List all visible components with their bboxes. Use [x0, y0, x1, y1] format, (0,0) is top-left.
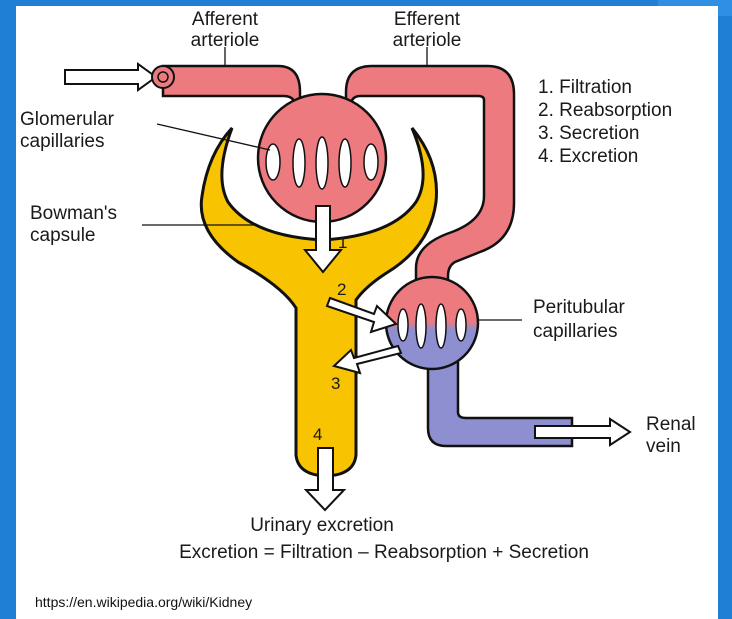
urinary-excretion-label: Urinary excretion: [250, 515, 394, 536]
blood-inflow-arrow: [65, 64, 174, 90]
excretion-equation: Excretion = Filtration – Reabsorption + …: [179, 542, 589, 563]
afferent-label-2: arteriole: [191, 30, 260, 51]
arrow-number-4: 4: [313, 425, 322, 444]
process-item-1: 1. Filtration: [538, 77, 632, 98]
renal-label-2: vein: [646, 436, 681, 457]
arrow-number-2: 2: [337, 280, 346, 299]
glomerular-label-2: capillaries: [20, 131, 104, 152]
peritubular-label-2: capillaries: [533, 321, 617, 342]
process-item-2: 2. Reabsorption: [538, 100, 672, 121]
efferent-label-2: arteriole: [393, 30, 462, 51]
peritubular-label-1: Peritubular: [533, 297, 626, 318]
bowman-label-2: capsule: [30, 225, 96, 246]
process-item-4: 4. Excretion: [538, 146, 638, 167]
glomerular-label-1: Glomerular: [20, 109, 115, 130]
arrow-number-3: 3: [331, 374, 340, 393]
process-item-3: 3. Secretion: [538, 123, 639, 144]
source-url: https://en.wikipedia.org/wiki/Kidney: [35, 594, 252, 610]
afferent-label-1: Afferent: [192, 9, 259, 30]
arrow-number-1: 1: [338, 233, 347, 252]
bowman-label-1: Bowman's: [30, 203, 117, 224]
renal-label-1: Renal: [646, 414, 696, 435]
efferent-label-1: Efferent: [394, 9, 461, 30]
